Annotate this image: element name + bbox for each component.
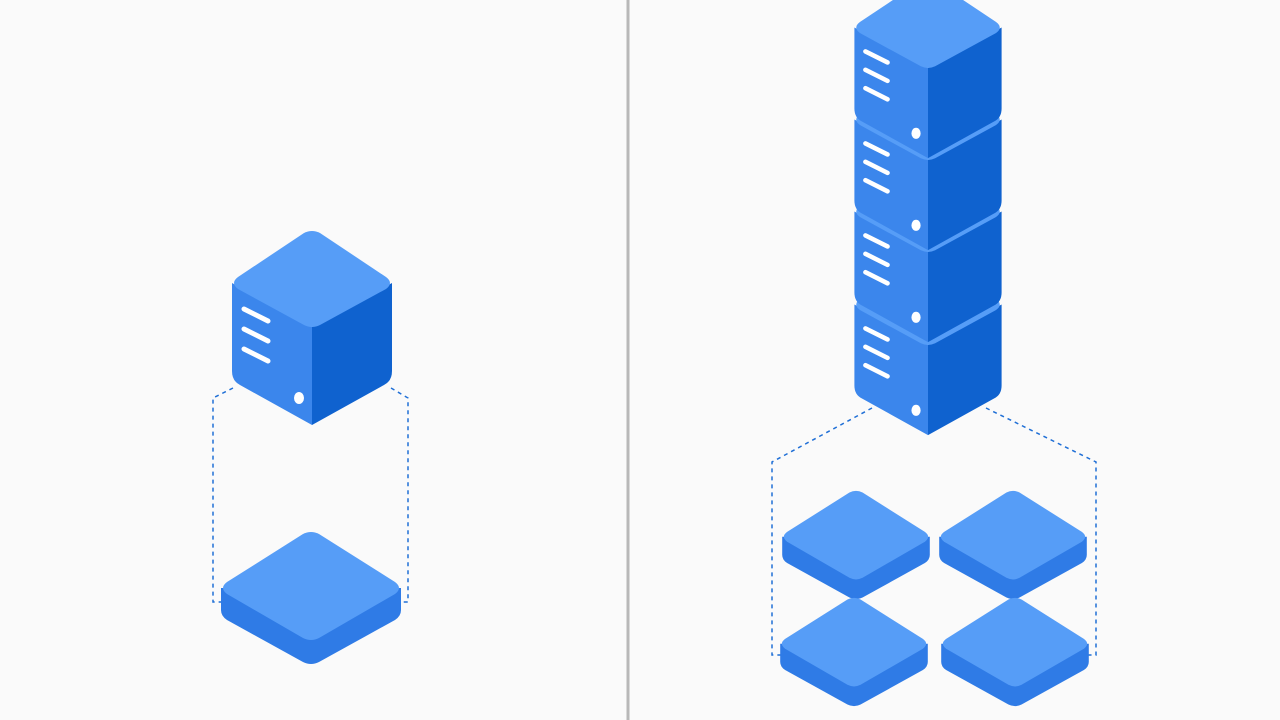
storage-slab-icon [221, 532, 401, 664]
storage-slab-icon [780, 597, 928, 707]
storage-slab-icon [941, 597, 1089, 707]
storage-slab-grid [780, 490, 1089, 707]
right-panel [771, 0, 1097, 707]
storage-slab-icon [939, 490, 1087, 600]
dashed-connector [390, 387, 409, 603]
dashed-connector [212, 387, 234, 603]
left-panel [212, 231, 409, 664]
dashed-connector [985, 407, 1097, 656]
server-stack [854, 0, 1002, 436]
server-cube-icon [854, 0, 1002, 159]
dashed-connector [771, 407, 873, 656]
storage-slab-icon [782, 490, 930, 600]
server-cube-icon [232, 231, 392, 425]
